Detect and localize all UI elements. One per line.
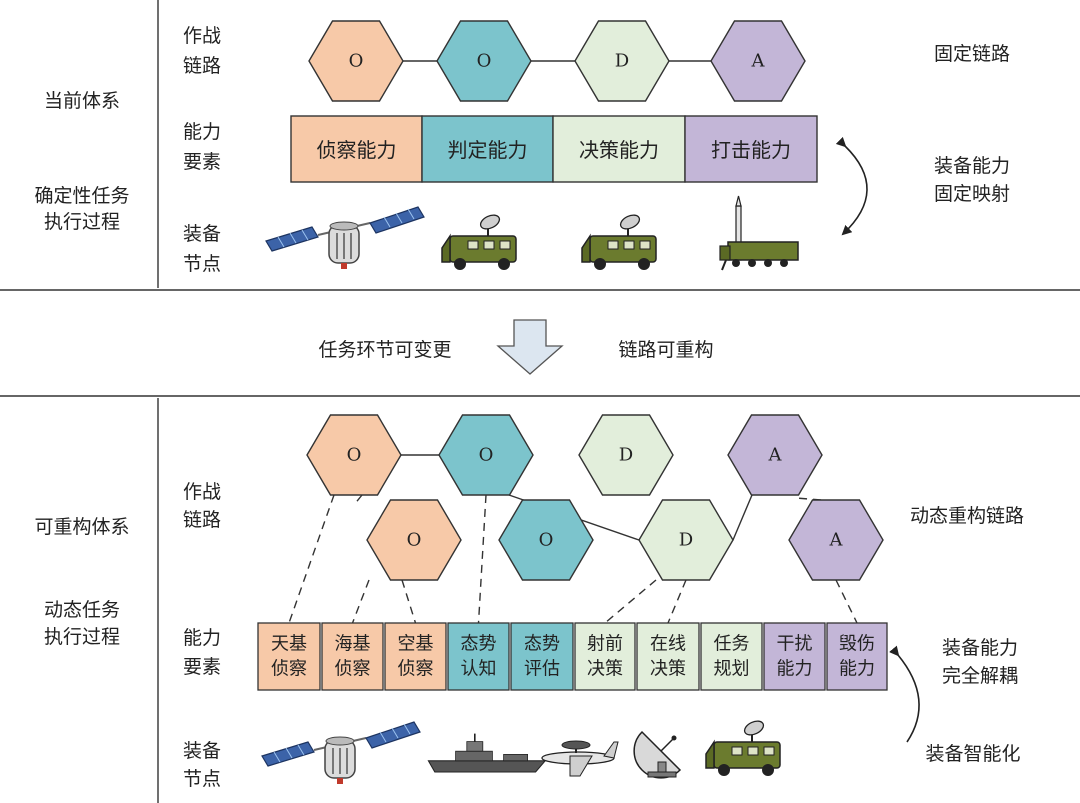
- top-row-label-equip-line2: 节点: [183, 253, 221, 275]
- bottom-row-label-ability-line2: 要素: [183, 656, 221, 678]
- bottom-hex-upper-3-label: A: [768, 445, 783, 466]
- bottom-right-label-mapping-line1: 装备能力: [942, 637, 1018, 659]
- bottom-ability-label-5-line2: 决策: [587, 659, 623, 680]
- bottom-section-title: 可重构体系: [34, 516, 129, 538]
- top-hex-3-label: A: [751, 51, 766, 72]
- top-section-subtitle-line1: 确定性任务: [34, 185, 129, 207]
- radar-truck-icon: [442, 212, 516, 270]
- bottom-ability-label-8-line2: 能力: [777, 659, 813, 680]
- missile-launcher-icon: [720, 196, 798, 270]
- satellite-dish-icon: [634, 732, 680, 778]
- bottom-ability-label-7-line1: 任务: [714, 634, 750, 655]
- bottom-dashed-link: [479, 495, 487, 623]
- top-ability-label-3: 打击能力: [711, 138, 791, 162]
- bottom-ability-label-5-line1: 射前: [587, 634, 623, 655]
- satellite-icon: [266, 207, 424, 269]
- bottom-hex-lower-1-label: O: [539, 530, 554, 551]
- top-hex-2-label: D: [615, 51, 629, 72]
- bottom-row-label-equip-line2: 节点: [183, 768, 221, 790]
- bottom-right-label-chain: 动态重构链路: [910, 505, 1024, 527]
- top-ability-label-1: 判定能力: [448, 138, 528, 162]
- bottom-ability-label-9-line2: 能力: [839, 659, 875, 680]
- bottom-ability-label-3-line1: 态势: [461, 634, 497, 655]
- bottom-ability-label-2-line1: 空基: [398, 634, 434, 655]
- bottom-hex-lower-0-label: O: [407, 530, 422, 551]
- bottom-hex-upper-2-label: D: [619, 445, 633, 466]
- bottom-right-label-equip: 装备智能化: [925, 743, 1020, 765]
- bottom-row-label-ability-line1: 能力: [183, 627, 221, 649]
- bottom-ability-label-0-line2: 侦察: [271, 659, 307, 680]
- bottom-ability-label-4-line2: 评估: [524, 659, 560, 680]
- bottom-ability-label-2-line2: 侦察: [398, 659, 434, 680]
- bottom-row-label-equip-line1: 装备: [183, 740, 221, 762]
- bottom-row-label-chain-line1: 作战: [183, 481, 221, 503]
- bottom-hex-upper-1-label: O: [479, 445, 494, 466]
- satellite-icon: [262, 722, 420, 784]
- bottom-ability-label-6-line1: 在线: [650, 634, 686, 655]
- radar-truck-icon: [582, 212, 656, 270]
- bottom-dashed-link: [289, 495, 334, 623]
- bottom-ability-label-1-line2: 侦察: [335, 659, 371, 680]
- top-section-subtitle-line2: 执行过程: [44, 211, 120, 233]
- top-row-label-ability-line1: 能力: [183, 121, 221, 143]
- top-hex-0-label: O: [349, 51, 364, 72]
- bottom-dashed-link: [605, 580, 656, 623]
- down-arrow-icon: [498, 320, 562, 374]
- middle-left-text: 任务环节可变更: [318, 339, 451, 361]
- bottom-section-subtitle-line2: 执行过程: [44, 626, 120, 648]
- bottom-dashed-link: [354, 495, 362, 505]
- bottom-row-label-chain-line2: 链路: [183, 509, 221, 531]
- bottom-dashed-link: [836, 580, 857, 623]
- top-row-label-chain-line1: 作战: [183, 25, 221, 47]
- bottom-chain-link: [733, 495, 752, 540]
- top-mapping-curved-arrow: [843, 146, 867, 234]
- top-row-label-equip-line1: 装备: [183, 223, 221, 245]
- bottom-ability-label-8-line1: 干扰: [777, 634, 813, 655]
- bottom-ability-label-3-line2: 认知: [461, 659, 497, 680]
- top-right-label-chain: 固定链路: [934, 43, 1010, 65]
- top-ability-label-2: 决策能力: [579, 138, 659, 162]
- top-right-label-mapping-line2: 固定映射: [934, 183, 1010, 205]
- radar-truck-icon: [706, 718, 780, 776]
- bottom-dashed-link: [668, 580, 686, 623]
- bottom-dashed-link: [353, 580, 370, 623]
- top-ability-label-0: 侦察能力: [317, 138, 397, 162]
- bottom-section-subtitle-line1: 动态任务: [44, 599, 120, 621]
- bottom-mapping-curved-arrow: [898, 655, 919, 742]
- bottom-hex-upper-0-label: O: [347, 445, 362, 466]
- bottom-right-label-mapping-line2: 完全解耦: [942, 665, 1018, 687]
- top-hex-1-label: O: [477, 51, 492, 72]
- bottom-ability-label-7-line2: 规划: [714, 659, 750, 680]
- top-row-label-chain-line2: 链路: [183, 55, 221, 77]
- top-row-label-ability-line2: 要素: [183, 151, 221, 173]
- bottom-ability-label-0-line1: 天基: [271, 634, 307, 655]
- top-section-title: 当前体系: [44, 90, 120, 112]
- bottom-ability-label-1-line1: 海基: [335, 634, 371, 655]
- top-right-label-mapping-line1: 装备能力: [934, 155, 1010, 177]
- middle-right-text: 链路可重构: [618, 339, 713, 361]
- warship-icon: [428, 734, 545, 772]
- bottom-hex-lower-2-label: D: [679, 530, 693, 551]
- awacs-aircraft-icon: [542, 741, 618, 776]
- bottom-dashed-link: [402, 580, 416, 623]
- bottom-ability-label-6-line2: 决策: [650, 659, 686, 680]
- bottom-ability-label-9-line1: 毁伤: [839, 634, 875, 655]
- bottom-hex-lower-3-label: A: [829, 530, 844, 551]
- bottom-ability-label-4-line1: 态势: [524, 634, 560, 655]
